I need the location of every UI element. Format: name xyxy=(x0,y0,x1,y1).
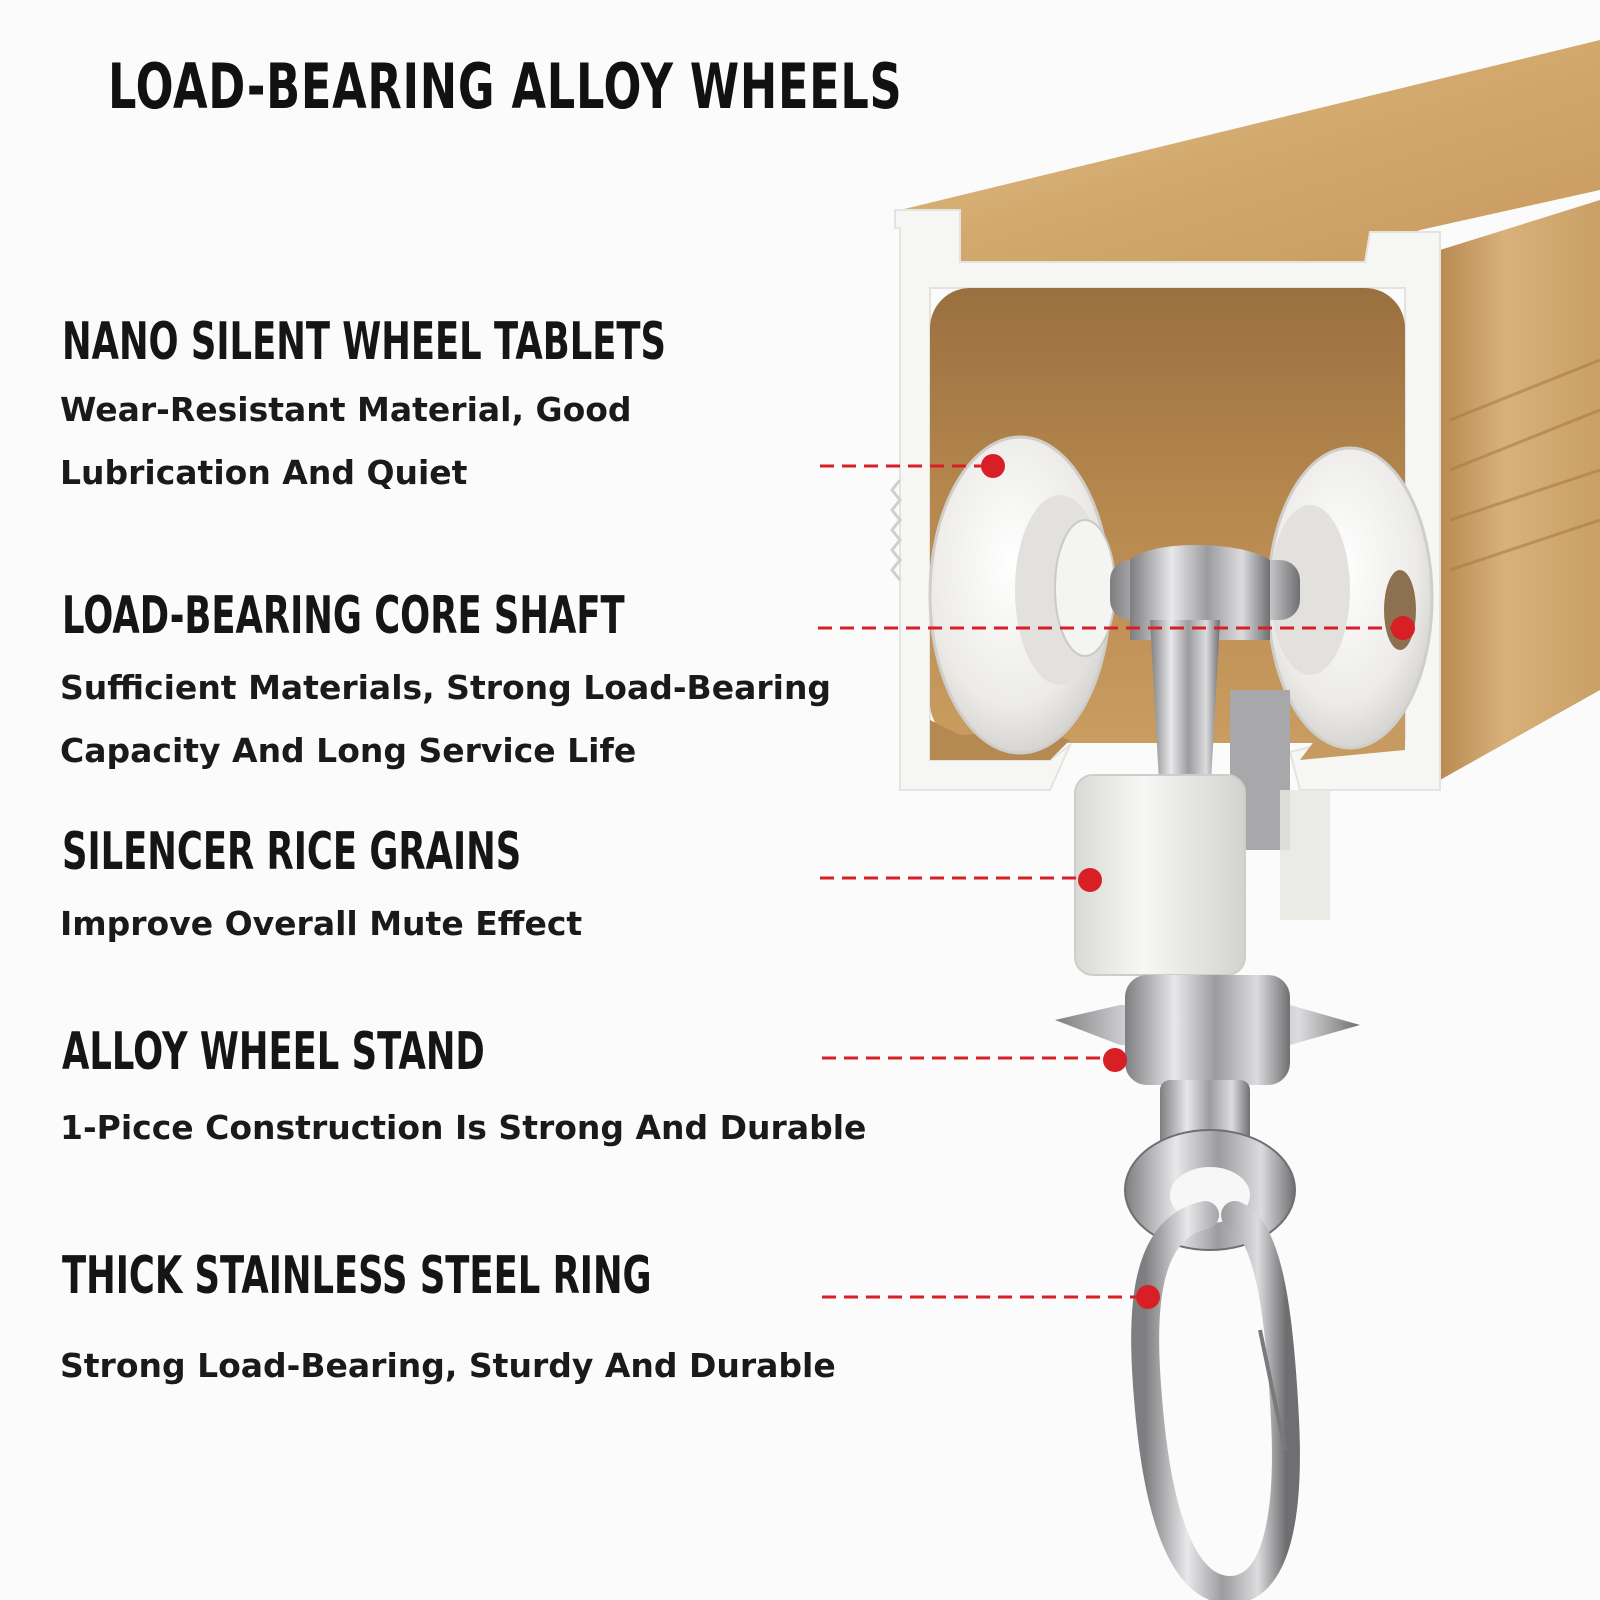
feature-desc-core-shaft-line-1: Sufficient Materials, Strong Load-Bearin… xyxy=(60,668,832,707)
callout-dot-shaft xyxy=(1391,616,1415,640)
rail-side-face xyxy=(1440,200,1600,780)
main-title: LOAD-BEARING ALLOY WHEELS xyxy=(108,50,903,123)
feature-desc-silencer-line-1: Improve Overall Mute Effect xyxy=(60,904,583,943)
left-wheel xyxy=(928,435,1116,755)
rail-top-surface xyxy=(900,40,1600,262)
right-wheel xyxy=(1266,446,1434,750)
callout-dot-ring xyxy=(1136,1285,1160,1309)
feature-title-core-shaft: LOAD-BEARING CORE SHAFT xyxy=(62,586,625,646)
callout-lines xyxy=(818,464,1400,1299)
feature-desc-wheel-tablets-line-2: Lubrication And Quiet xyxy=(60,453,468,492)
feature-desc-steel-ring-line-1: Strong Load-Bearing, Sturdy And Durable xyxy=(60,1346,836,1385)
feature-title-steel-ring: THICK STAINLESS STEEL RING xyxy=(62,1246,652,1306)
feature-title-wheel-stand: ALLOY WHEEL STAND xyxy=(62,1022,485,1082)
feature-title-wheel-tablets: NANO SILENT WHEEL TABLETS xyxy=(62,312,666,372)
feature-desc-wheel-stand-line-1: 1-Picce Construction Is Strong And Durab… xyxy=(60,1108,867,1147)
silencer-sleeve xyxy=(1074,774,1330,976)
feature-desc-wheel-tablets-line-1: Wear-Resistant Material, Good xyxy=(60,390,632,429)
feature-title-silencer: SILENCER RICE GRAINS xyxy=(62,822,522,882)
swivel-eye xyxy=(1124,1129,1296,1251)
callout-dot-wheel xyxy=(981,454,1005,478)
steel-ring xyxy=(1131,1201,1300,1600)
callout-dot-stand xyxy=(1103,1048,1127,1072)
callout-dots xyxy=(981,454,1415,1309)
alloy-wheel-stand xyxy=(1055,975,1360,1150)
callout-dot-sleeve xyxy=(1078,868,1102,892)
feature-desc-core-shaft-line-2: Capacity And Long Service Life xyxy=(60,731,637,770)
